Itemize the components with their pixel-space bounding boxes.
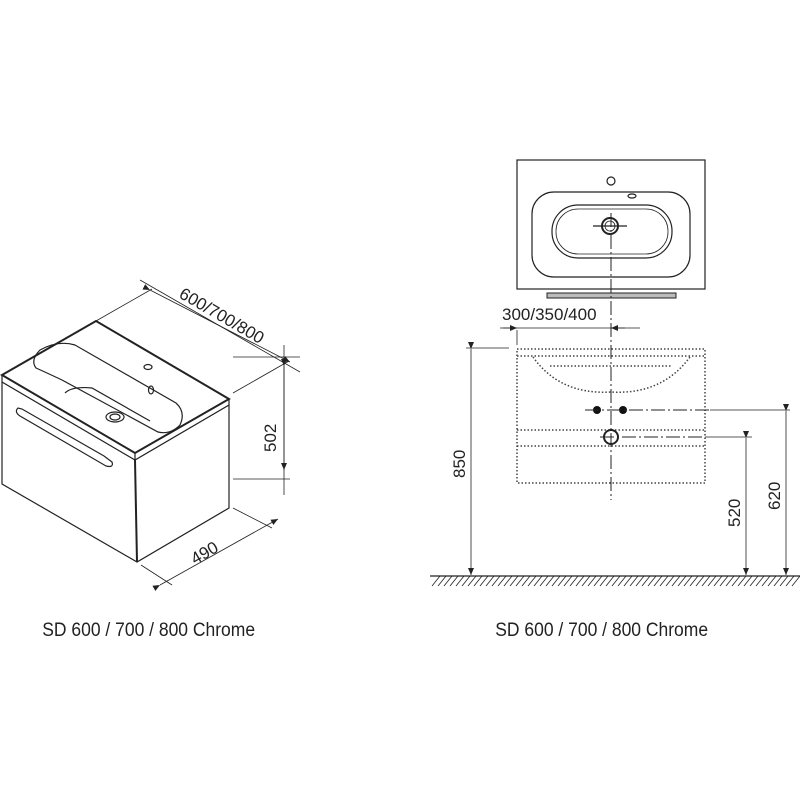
front-view-cabinet xyxy=(516,348,710,484)
tap-hole-icon xyxy=(143,363,153,371)
dimension-total-height: 850 xyxy=(450,450,469,478)
dimension-supply-height: 620 xyxy=(765,482,784,510)
dimension-drain-offset: 300/350/400 xyxy=(502,305,597,324)
basin-inner xyxy=(64,386,151,422)
left-caption: SD 600 / 700 / 800 Chrome xyxy=(42,620,256,641)
top-view-basin xyxy=(516,159,706,500)
dimension-depth: 490 xyxy=(188,538,222,569)
supply-connection-right xyxy=(619,406,627,414)
dimension-height: 502 xyxy=(261,424,280,452)
countertop-top-face xyxy=(0,319,231,455)
dimension-width: 600/700/800 xyxy=(176,284,267,348)
drain-icon xyxy=(105,411,125,423)
overflow-icon xyxy=(147,385,155,395)
basin-outline xyxy=(33,342,183,434)
drawer-handle xyxy=(15,407,113,468)
right-caption: SD 600 / 700 / 800 Chrome xyxy=(495,620,709,641)
dimension-drain-offset-group: 300/350/400 xyxy=(500,305,640,345)
isometric-cabinet: 600/700/800 502 490 xyxy=(0,279,301,592)
dimension-drain-height: 520 xyxy=(725,499,744,527)
tap-hole-icon xyxy=(606,176,616,186)
floor-hatching xyxy=(430,575,800,587)
